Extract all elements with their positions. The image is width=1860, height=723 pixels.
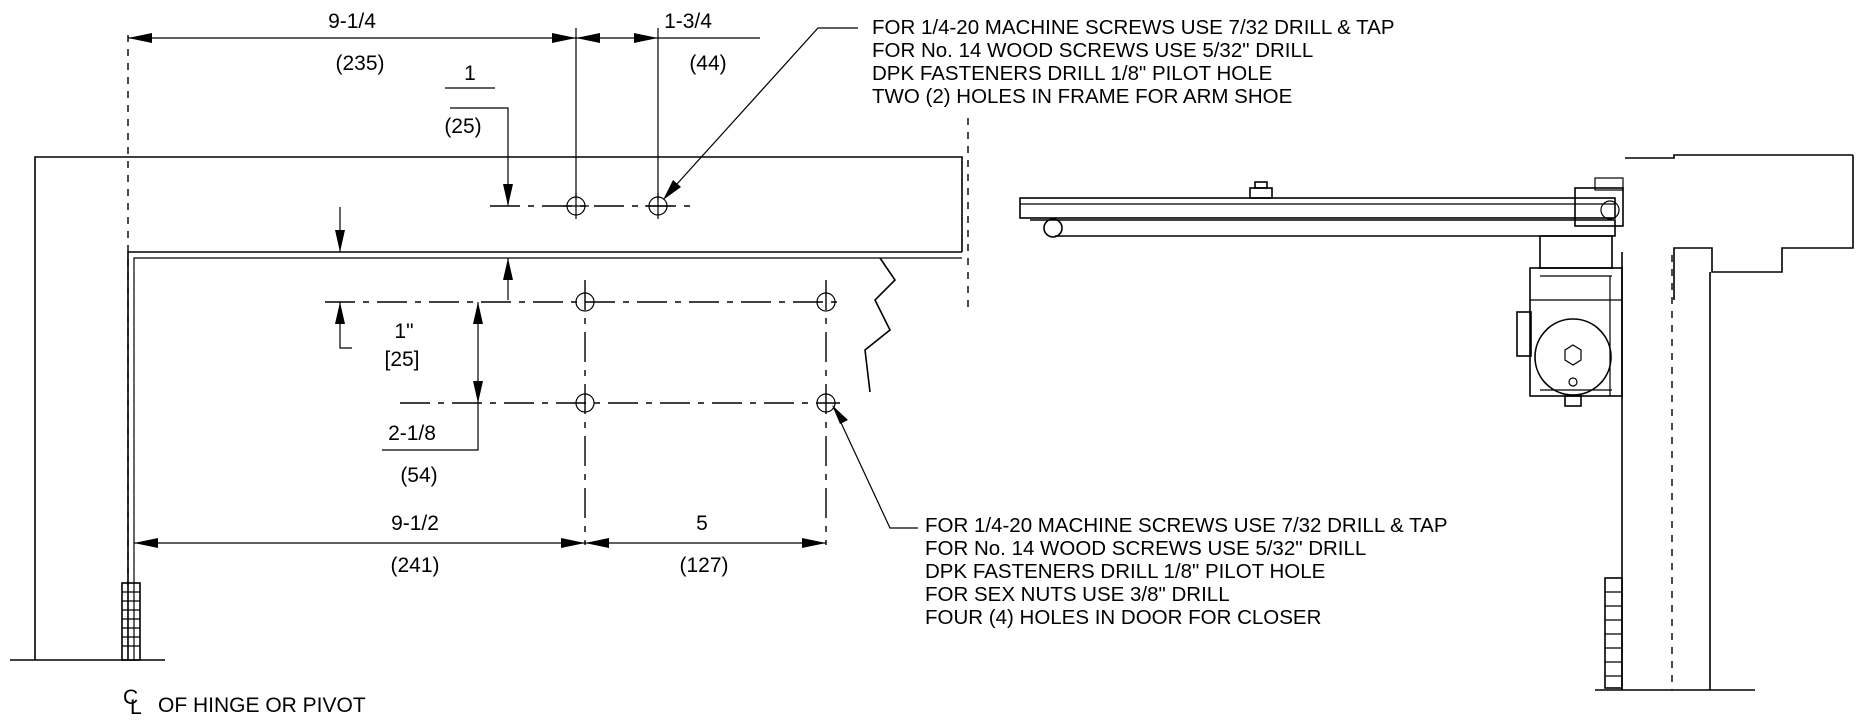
frame-note-leader — [663, 27, 858, 200]
frame-hole-drop-leader — [445, 87, 513, 206]
gap-arrows — [335, 207, 513, 300]
closer-side-view — [1019, 154, 1854, 691]
door-hole-vertical-metric: (54) — [400, 464, 437, 487]
bottom-span-label: 9-1/2 — [391, 512, 439, 535]
door-outline — [127, 251, 962, 660]
frame-note-line-1: FOR 1/4-20 MACHINE SCREWS USE 7/32 DRILL… — [872, 16, 1395, 39]
door-hole-offset-metric: [25] — [384, 348, 419, 371]
door-note-line-4: FOR SEX NUTS USE 3/8" DRILL — [925, 583, 1230, 606]
frame-note-line-4: TWO (2) HOLES IN FRAME FOR ARM SHOE — [872, 85, 1292, 108]
door-hole-offset-label: 1" — [394, 320, 413, 343]
door-hole-vertical-label: 2-1/8 — [388, 422, 436, 445]
door-note-line-3: DPK FASTENERS DRILL 1/8" PILOT HOLE — [925, 560, 1325, 583]
centerline-symbol-l: L — [130, 696, 142, 718]
top-span-label: 9-1/4 — [328, 10, 376, 33]
top-hole-spacing-metric: (44) — [689, 52, 726, 75]
bottom-span-metric: (241) — [390, 554, 439, 577]
frame-hole-drop-metric: (25) — [444, 115, 481, 138]
top-dimension-line — [128, 28, 760, 200]
frame-note-line-3: DPK FASTENERS DRILL 1/8" PILOT HOLE — [872, 62, 1272, 85]
frame-note-line-2: FOR No. 14 WOOD SCREWS USE 5/32" DRILL — [872, 39, 1313, 62]
frame-holes — [490, 193, 690, 219]
centerline-symbol-c: C — [123, 686, 138, 709]
door-note-leader — [832, 405, 918, 529]
door-note-line-5: FOUR (4) HOLES IN DOOR FOR CLOSER — [925, 606, 1321, 629]
top-hole-spacing-label: 1-3/4 — [664, 10, 712, 33]
door-note-line-1: FOR 1/4-20 MACHINE SCREWS USE 7/32 DRILL… — [925, 514, 1448, 537]
bottom-hole-spacing-metric: (127) — [679, 554, 728, 577]
door-holes — [325, 280, 840, 545]
frame-outline — [10, 118, 969, 661]
top-span-metric: (235) — [335, 52, 384, 75]
hinge-symbol — [121, 35, 141, 661]
door-hole-vertical-dimension — [382, 302, 483, 451]
bottom-dimension-line — [134, 538, 826, 548]
door-hole-offset-leader — [335, 302, 352, 349]
frame-hole-drop-label: 1 — [464, 62, 476, 85]
centerline-symbol: C L — [123, 686, 142, 719]
centerline-label: OF HINGE OR PIVOT — [158, 694, 366, 717]
bottom-hole-spacing-label: 5 — [696, 512, 708, 535]
door-note-line-2: FOR No. 14 WOOD SCREWS USE 5/32" DRILL — [925, 537, 1366, 560]
